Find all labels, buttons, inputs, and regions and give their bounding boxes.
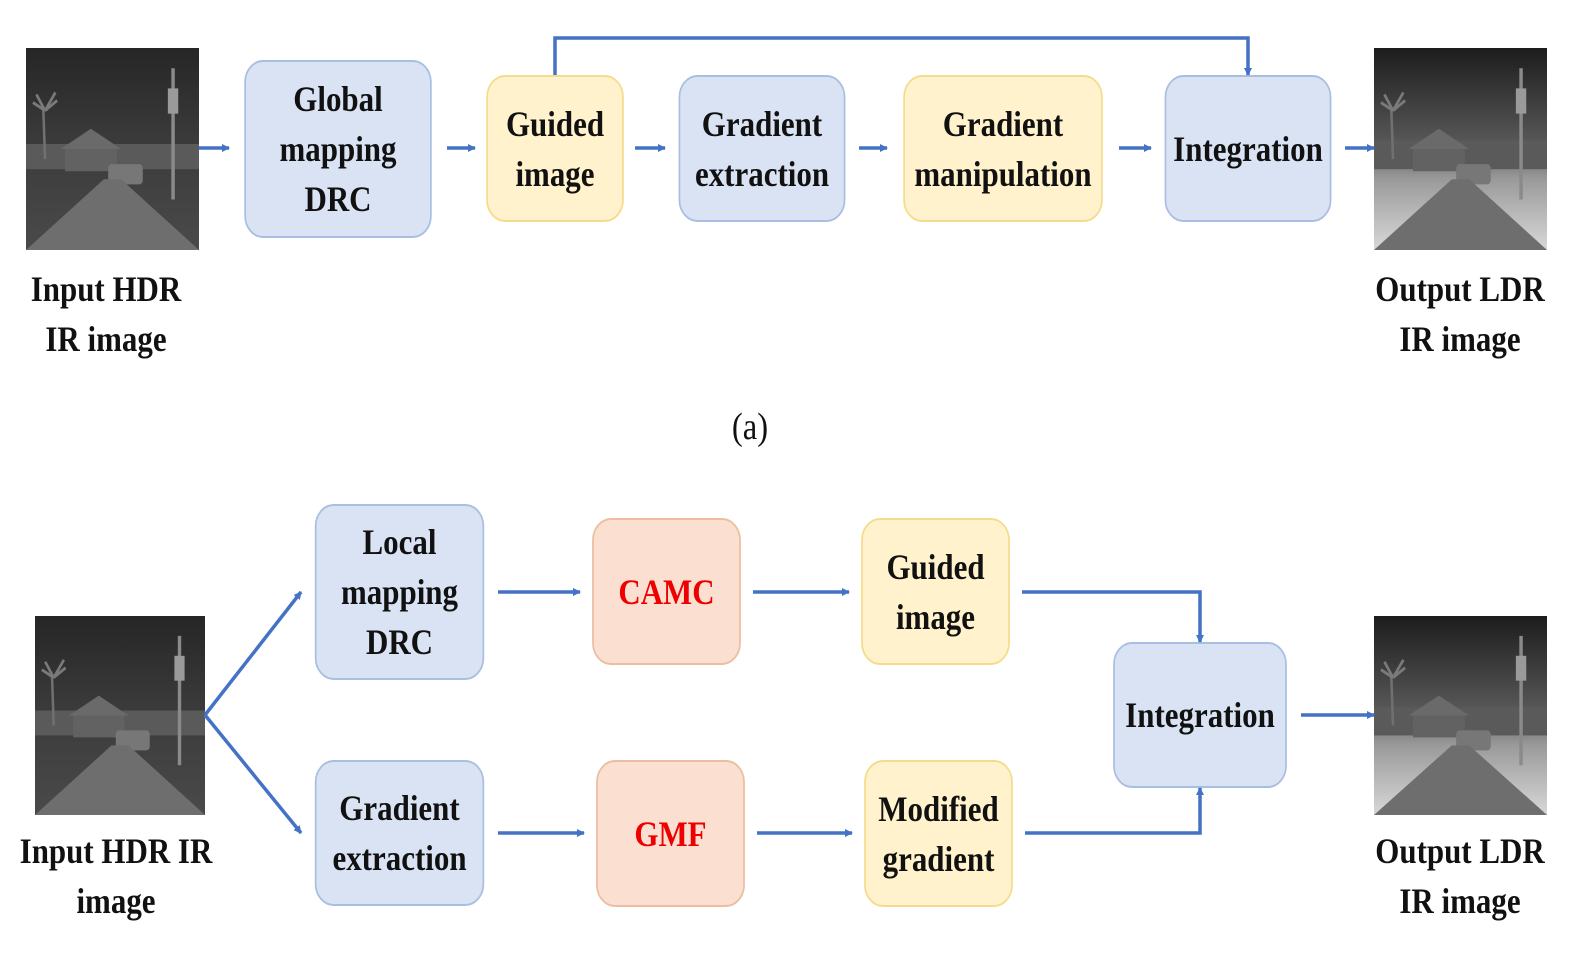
top-input-caption: Input HDR IR image [20,264,192,364]
arrow-guided-to-integration [1022,590,1204,643]
global-mapping-line1: Global [293,79,383,119]
input-hdr-ir-image [26,48,199,250]
bottom-guided-image-box: Guided image [861,518,1010,665]
top-input-caption-line2: IR image [45,319,167,359]
global-mapping-drc-box: Global mapping DRC [244,60,432,238]
bottom-gradient-extraction-line2: extraction [332,838,467,878]
top-gradient-extraction-box: Gradient extraction [678,75,846,222]
arrow-input-to-gradient-extraction [203,713,303,835]
bottom-input-hdr-ir-image [35,616,205,815]
top-output-caption-line2: IR image [1399,319,1521,359]
bottom-gradient-extraction-line1: Gradient [339,788,460,828]
bottom-output-caption-line2: IR image [1399,881,1521,921]
top-guided-image-box: Guided image [486,75,624,222]
bottom-output-caption: Output LDR IR image [1374,826,1546,926]
gmf-box: GMF [596,760,745,907]
bottom-output-ldr-ir-image [1374,616,1547,815]
bottom-guided-line2: image [895,596,976,637]
arrow-guided-skip-to-integration [553,36,1252,76]
bottom-input-caption-line2: image [76,881,156,921]
modified-gradient-line1: Modified [878,788,999,829]
local-mapping-line1: Local [362,522,437,562]
top-gradient-extraction-line1: Gradient [701,103,823,144]
global-mapping-line2: mapping DRC [279,129,397,219]
top-integration-box: Integration [1164,75,1332,222]
gradient-manipulation-box: Gradient manipulation [903,75,1103,222]
arrow-input-to-local [203,590,303,717]
bottom-gradient-extraction-box: Gradient extraction [314,760,485,906]
camc-box: CAMC [592,518,741,665]
bottom-guided-line1: Guided [886,546,985,587]
gradient-manipulation-line1: Gradient [942,103,1064,144]
bottom-output-caption-line1: Output LDR [1375,831,1545,871]
bottom-input-caption-line1: Input HDR IR [19,831,213,871]
modified-gradient-box: Modified gradient [864,760,1013,907]
bottom-integration-box: Integration [1113,642,1287,788]
top-output-caption: Output LDR IR image [1374,264,1546,364]
arrow-modified-to-integration [1025,787,1204,835]
top-output-caption-line1: Output LDR [1375,269,1545,309]
bottom-integration-label: Integration [1125,695,1275,735]
top-gradient-extraction-line2: extraction [694,153,830,194]
top-integration-label: Integration [1173,128,1323,169]
gmf-label: GMF [634,813,707,854]
gradient-manipulation-line2: manipulation [914,153,1092,194]
camc-label: CAMC [618,571,715,612]
output-ldr-ir-image [1374,48,1547,250]
panel-a-label: (a) [731,406,769,448]
top-guided-line2: image [515,153,595,194]
local-mapping-drc-box: Local mapping DRC [314,504,485,680]
local-mapping-line2: mapping [340,572,459,612]
bottom-input-caption: Input HDR IR image [16,826,216,926]
modified-gradient-line2: gradient [882,838,995,879]
local-mapping-line3: DRC [365,622,434,662]
top-guided-line1: Guided [505,103,605,144]
top-input-caption-line1: Input HDR [30,269,182,309]
